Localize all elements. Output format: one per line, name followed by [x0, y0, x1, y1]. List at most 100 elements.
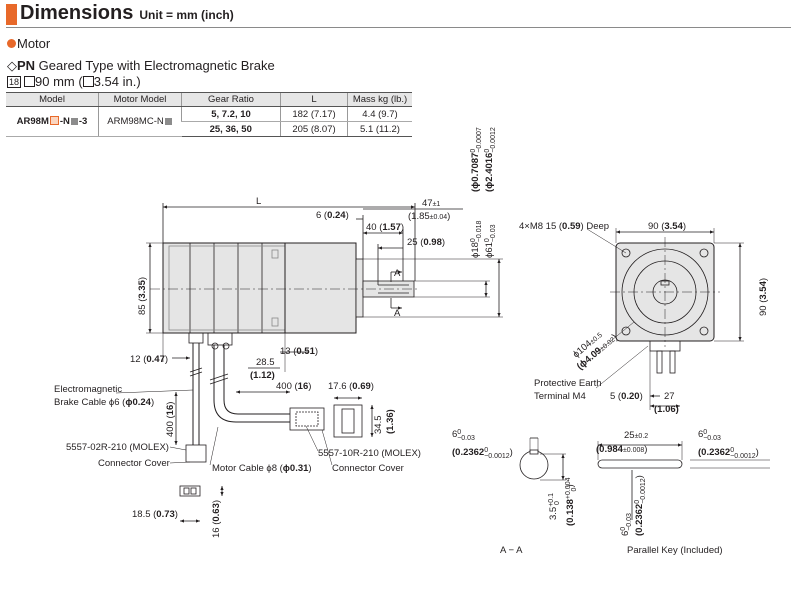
view-caption: A − A [500, 545, 523, 556]
model-cell: AR98M-N-3 [6, 106, 99, 137]
col-gear-ratio: Gear Ratio [181, 92, 281, 107]
gear-ratio-cell: 25, 36, 50 [181, 121, 281, 137]
table-header-row: Model Motor Model Gear Ratio L Mass kg (… [6, 92, 412, 107]
leader [586, 228, 627, 254]
section-title: Motor [17, 36, 51, 51]
dim-label: 47±1 [422, 198, 440, 209]
frame-size-mark: 18 [7, 76, 22, 88]
section-a-a [519, 437, 566, 481]
cable-break [189, 367, 203, 373]
dim-label: 12 (0.47) [130, 354, 168, 365]
l-cell: 182 (7.17) [280, 106, 348, 122]
cable-exit [649, 340, 681, 352]
label-protective-earth: Terminal M4 [534, 391, 586, 402]
cable-exit-lead [656, 350, 663, 374]
mounting-hole [621, 248, 631, 258]
col-model: Model [6, 92, 99, 107]
dim-label: (1.36) [385, 409, 396, 434]
dim-label: 16 (0.63) [211, 500, 222, 538]
parallel-key [597, 441, 770, 520]
dim-label: 25±0.2 [624, 430, 648, 441]
leader [169, 446, 187, 451]
dim-label: 4×M8 15 (0.59) Deep [519, 221, 609, 232]
dim-label: 6 (0.24) [316, 210, 349, 221]
dim-label: 85 (3.35) [137, 277, 148, 315]
dim-label: (1.85±0.04) [408, 211, 450, 222]
mount-tab [271, 317, 279, 327]
section-subtitle: ◇PN Geared Type with Electromagnetic Bra… [7, 58, 275, 73]
dim-label: 60−0.03 [620, 513, 633, 536]
motor-cable [223, 345, 290, 415]
diamond-icon: ◇ [7, 58, 17, 73]
dim-label: (1.12) [250, 370, 275, 381]
dim-label: (0.984±0.008) [596, 444, 647, 455]
dim-label: (ϕ0.70870−0.0007 [470, 127, 483, 192]
gearhead [284, 242, 357, 334]
dim-label: 400 (16) [165, 402, 176, 437]
dim-label: 28.5 [256, 357, 275, 368]
table-row: 25, 36, 50 205 (8.07) 5.1 (11.2) [6, 121, 412, 137]
dim-label: 34.5 [373, 416, 384, 435]
dim-label: 90 (3.54) [758, 278, 769, 316]
pin-icon [190, 487, 197, 495]
leader [115, 389, 194, 394]
dim-label: 13 (0.51) [280, 346, 318, 357]
motor-cable [213, 345, 290, 423]
cable-break [209, 373, 229, 381]
connector-face-pins [341, 408, 355, 434]
mounting-hole [699, 326, 709, 336]
gray-square-icon [70, 118, 78, 125]
dim-label: ϕ610−0.03 [484, 224, 497, 258]
label-molex-02: 5557-02R-210 (MOLEX) [66, 442, 169, 453]
label-protective-earth: Protective Earth [534, 378, 602, 389]
mounting-hole [699, 248, 709, 258]
leader [305, 425, 319, 452]
connector-face [333, 404, 363, 438]
label-connector-cover: Connector Cover [332, 463, 404, 474]
motor-connector-pins [295, 411, 319, 427]
brake-connector [185, 444, 207, 463]
cable-break [189, 371, 203, 377]
pilot [355, 258, 364, 318]
dim-label: 40 (1.57) [366, 222, 404, 233]
label-connector-cover: Connector Cover [98, 458, 170, 469]
dim-label: 60−0.03 [452, 429, 475, 442]
dimension-lines [115, 203, 503, 523]
key-side [597, 459, 683, 469]
dim-label: (0.23620−0.0012) [634, 475, 647, 536]
brake-cable-outlet [188, 332, 204, 344]
section-label: A [394, 308, 401, 319]
motor-body [162, 242, 286, 334]
gear-ratio-cell: 5, 7.2, 10 [181, 106, 281, 122]
leader [209, 426, 219, 466]
square-icon [24, 76, 36, 87]
screw-icon [211, 342, 219, 350]
dim-label: 400 (16) [276, 381, 311, 392]
unit-note: Unit = mm (inch) [139, 8, 234, 22]
col-mass: Mass kg (lb.) [347, 92, 412, 107]
label-brake-cable: Electromagnetic [54, 384, 122, 395]
col-motor-model: Motor Model [98, 92, 182, 107]
cables [179, 343, 363, 497]
section-label: A [394, 268, 401, 279]
leader [595, 345, 649, 389]
dim-label: (0.138+0.0040) [565, 477, 578, 526]
leader [321, 429, 333, 466]
dim-label: (1.06) [654, 404, 679, 415]
dim-label: 25 (0.98) [407, 237, 445, 248]
dim-label: 90 (3.54) [648, 221, 686, 232]
col-l: L [280, 92, 348, 107]
square-icon [82, 76, 94, 87]
motor-front-view [586, 228, 744, 410]
pin-icon [183, 487, 190, 495]
cable-break [209, 377, 229, 385]
mass-cell: 5.1 (11.2) [347, 121, 412, 137]
l-cell: 205 (8.07) [280, 121, 348, 137]
dim-label: 60−0.03 [698, 429, 721, 442]
small-connector-face [179, 485, 201, 497]
motor-side-view [150, 242, 420, 350]
orange-square-icon [49, 116, 59, 125]
spec-table: Model Motor Model Gear Ratio L Mass kg (… [6, 92, 412, 137]
dim-label: 27 [664, 391, 675, 402]
